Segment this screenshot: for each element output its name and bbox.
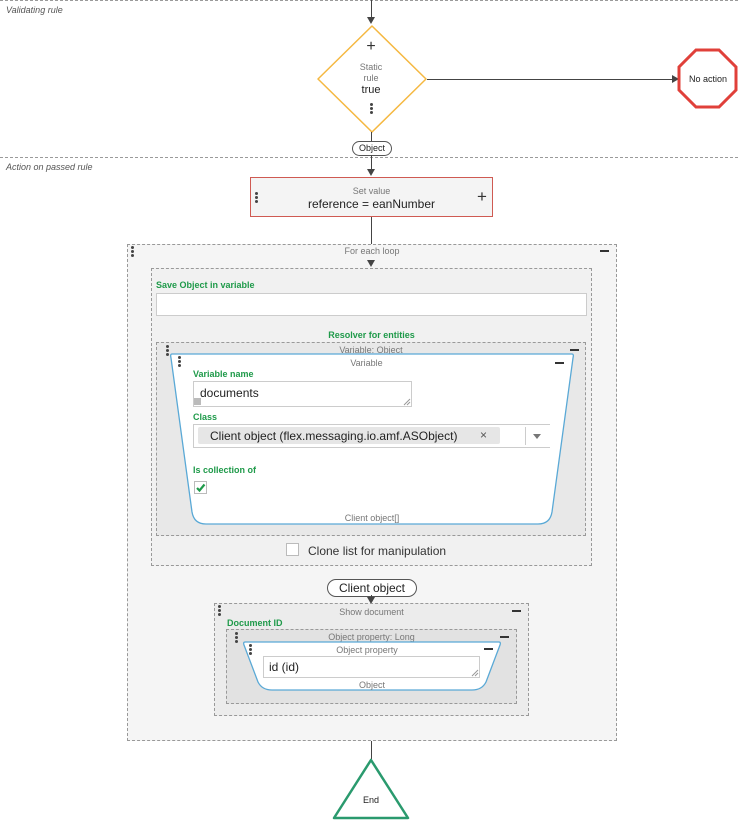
is-collection-checkbox[interactable] <box>194 481 207 494</box>
static-rule-value: true <box>361 84 381 96</box>
section-label-action: Action on passed rule <box>6 162 93 172</box>
object-type-pill: Object <box>352 141 392 156</box>
more-dots-icon[interactable] <box>218 605 221 617</box>
clone-list-checkbox[interactable] <box>286 543 299 556</box>
set-value-title: Set value <box>352 186 391 196</box>
add-plus-icon[interactable]: + <box>366 38 376 55</box>
variable-name-label: Variable name <box>193 369 254 379</box>
client-object-pill: Client object <box>327 579 417 597</box>
no-action-octagon[interactable] <box>677 48 738 110</box>
resize-grip-icon <box>194 398 201 405</box>
chip-remove-icon[interactable]: × <box>480 428 488 442</box>
resolver-title: Resolver for entities <box>328 330 415 340</box>
for-each-loop-title: For each loop <box>344 246 400 256</box>
more-dots-icon[interactable] <box>370 103 373 115</box>
no-action-label: No action <box>688 74 728 84</box>
connector-line <box>371 132 372 141</box>
document-id-label: Document ID <box>227 618 283 628</box>
connector-arrow <box>367 169 375 176</box>
variable-header: Variable: Object <box>339 345 403 355</box>
save-object-label: Save Object in variable <box>156 280 255 290</box>
class-chip <box>198 427 500 444</box>
end-triangle[interactable] <box>331 757 411 821</box>
resize-handle-icon[interactable] <box>403 398 411 406</box>
connector-arrow <box>367 260 375 267</box>
section-divider <box>0 0 738 1</box>
more-dots-icon[interactable] <box>235 632 238 644</box>
select-divider <box>525 427 526 445</box>
set-value-node[interactable] <box>250 177 493 217</box>
show-document-title: Show document <box>339 607 404 617</box>
more-dots-icon[interactable] <box>255 192 258 204</box>
class-chip-label: Client object (flex.messaging.io.amf.ASO… <box>210 429 458 443</box>
connector-line <box>371 217 372 245</box>
object-property-title: Object property <box>336 645 398 655</box>
connector-arrow <box>367 17 375 24</box>
static-rule-diamond[interactable] <box>316 24 428 134</box>
static-rule-label-2: rule <box>363 73 379 83</box>
section-divider <box>0 157 738 158</box>
save-object-input[interactable] <box>156 293 587 316</box>
clone-list-label: Clone list for manipulation <box>308 544 447 558</box>
collapse-minus-icon[interactable] <box>512 610 521 612</box>
connector-line <box>371 741 372 759</box>
more-dots-icon[interactable] <box>249 644 252 656</box>
more-dots-icon[interactable] <box>131 246 134 258</box>
static-rule-label-1: Static <box>359 62 383 72</box>
more-dots-icon[interactable] <box>178 356 181 368</box>
resize-handle-icon[interactable] <box>471 669 479 677</box>
collapse-minus-icon[interactable] <box>555 362 564 364</box>
section-label-validating: Validating rule <box>6 5 63 15</box>
connector-line <box>371 0 372 18</box>
chevron-down-icon[interactable] <box>533 434 541 439</box>
is-collection-label: Is collection of <box>193 465 257 475</box>
more-dots-icon[interactable] <box>166 345 169 357</box>
variable-footer: Client object[] <box>344 513 400 523</box>
object-property-header: Object property: Long <box>328 632 415 642</box>
collapse-minus-icon[interactable] <box>500 636 509 638</box>
object-property-input[interactable]: id (id) <box>263 656 480 678</box>
variable-name-input[interactable]: documents <box>193 381 412 407</box>
end-label: End <box>362 795 379 805</box>
connector-line <box>427 79 673 80</box>
collapse-minus-icon[interactable] <box>484 648 493 650</box>
object-footer: Object <box>358 680 385 690</box>
collapse-minus-icon[interactable] <box>600 250 609 252</box>
connector-arrow <box>672 75 679 83</box>
add-plus-icon[interactable]: + <box>477 187 487 206</box>
checkmark-icon <box>196 483 206 493</box>
variable-inner-title: Variable <box>350 358 383 368</box>
class-label: Class <box>193 412 218 422</box>
connector-line <box>371 155 372 170</box>
connector-arrow <box>367 597 375 604</box>
collapse-minus-icon[interactable] <box>570 349 579 351</box>
set-value-expression: reference = eanNumber <box>307 197 436 211</box>
